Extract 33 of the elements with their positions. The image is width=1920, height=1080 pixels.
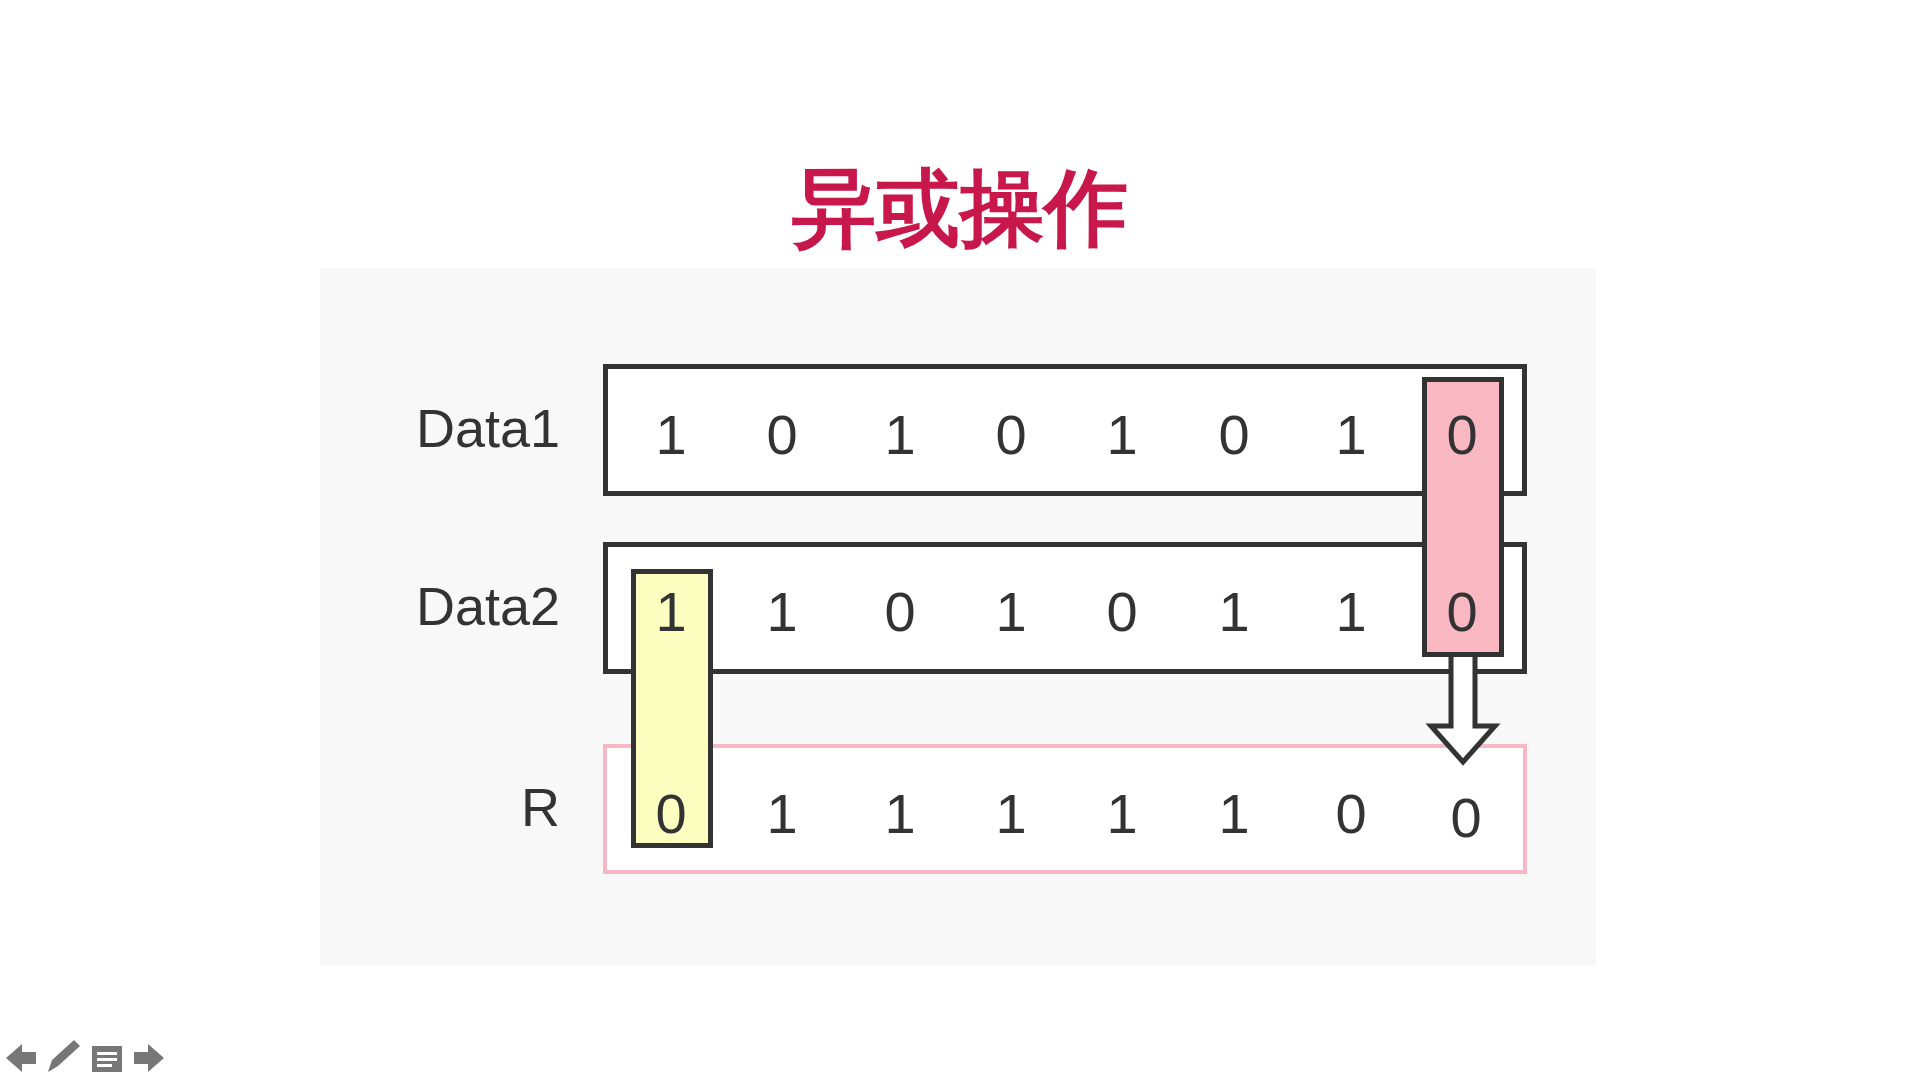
bit-digit: 1 [654, 582, 688, 642]
title: 异或操作 [791, 160, 1129, 256]
bit-digit: 0 [654, 784, 688, 844]
bit-digit: 0 [1217, 405, 1251, 465]
bit-digit: 0 [1334, 784, 1368, 844]
bit-digit: 1 [1217, 784, 1251, 844]
bit-row-box [603, 364, 1527, 496]
bit-digit: 1 [765, 784, 799, 844]
bit-digit: 0 [765, 405, 799, 465]
bit-digit: 0 [1449, 788, 1483, 848]
bit-digit: 1 [765, 582, 799, 642]
bit-digit: 1 [883, 784, 917, 844]
bit-digit: 0 [1445, 582, 1479, 642]
row-label: Data2 [415, 576, 560, 636]
bit-digit: 1 [654, 405, 688, 465]
bit-digit: 0 [1445, 405, 1479, 465]
bit-digit: 1 [1334, 405, 1368, 465]
highlight-column [631, 569, 713, 848]
bit-digit: 0 [994, 405, 1028, 465]
bit-digit: 1 [1217, 582, 1251, 642]
row-label: Data1 [415, 398, 560, 458]
bit-digit: 1 [994, 784, 1028, 844]
result-row-box [603, 744, 1527, 874]
highlight-column [1422, 377, 1504, 657]
bit-digit: 1 [1334, 582, 1368, 642]
row-label: R [521, 777, 560, 837]
bit-digit: 0 [883, 582, 917, 642]
bit-digit: 1 [1105, 405, 1139, 465]
down-arrow [1425, 654, 1501, 766]
bit-digit: 1 [883, 405, 917, 465]
bit-digit: 1 [1105, 784, 1139, 844]
bit-digit: 1 [994, 582, 1028, 642]
bit-digit: 0 [1105, 582, 1139, 642]
